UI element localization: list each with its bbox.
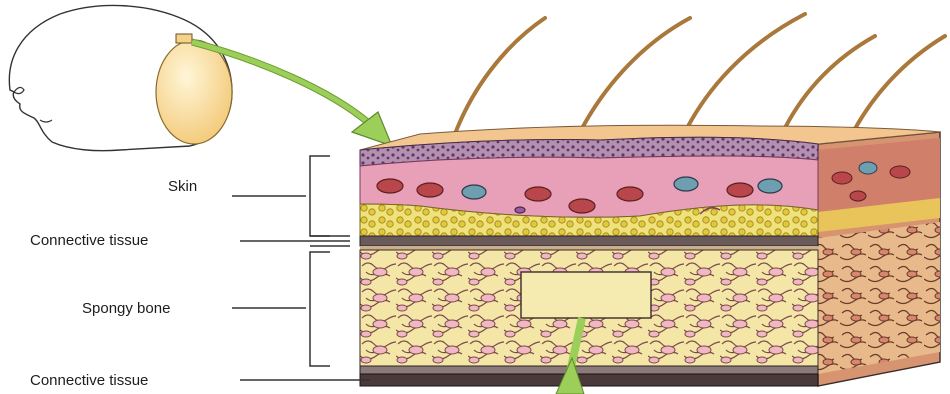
block-side-face <box>818 132 940 386</box>
bone-detail-box <box>521 272 651 318</box>
label-brackets <box>232 156 370 380</box>
label-spongy-bone: Spongy bone <box>82 300 170 317</box>
label-connective-tissue-top: Connective tissue <box>30 232 148 249</box>
skull-region <box>156 40 232 144</box>
hair-strands <box>452 14 945 142</box>
sample-box <box>176 34 192 43</box>
infant-head-illustration <box>9 5 232 150</box>
label-skin: Skin <box>168 178 197 195</box>
label-connective-tissue-bottom: Connective tissue <box>30 372 148 389</box>
